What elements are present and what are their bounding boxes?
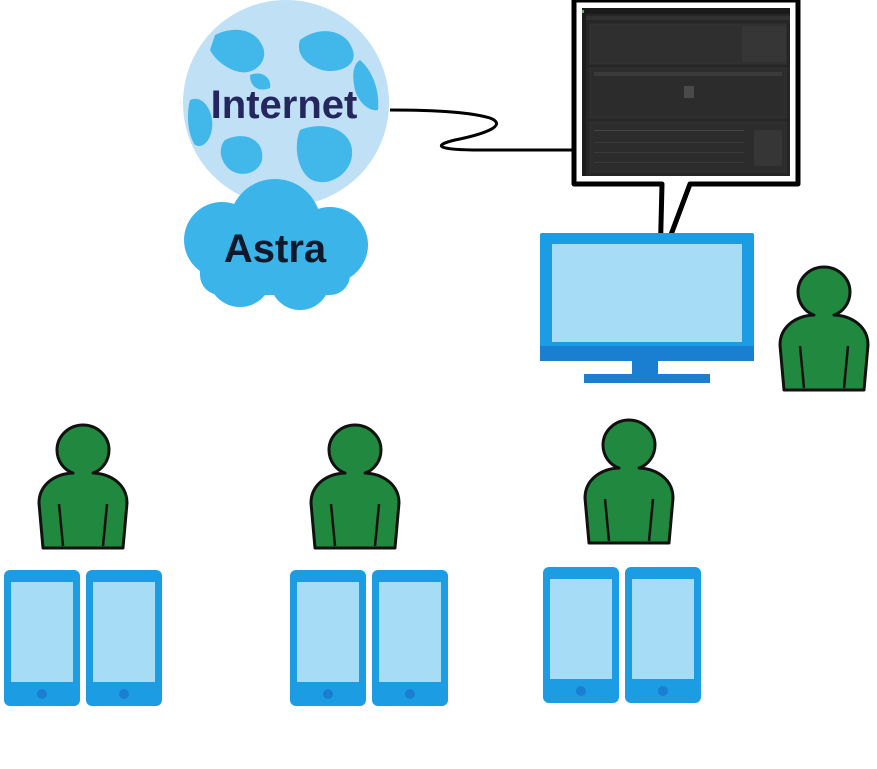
smartphone-icon: [86, 570, 162, 706]
person-icon: [309, 423, 401, 550]
app-screenshot-detail: [582, 8, 790, 176]
globe-label: Internet: [211, 83, 358, 127]
desktop-monitor-icon: [540, 233, 754, 383]
person-icon: [37, 423, 129, 550]
smartphone-icon: [543, 567, 619, 703]
smartphone-icon: [372, 570, 448, 706]
connection-wire: [389, 108, 578, 152]
smartphone-icon: [4, 570, 80, 706]
cloud-label: Astra: [224, 227, 327, 271]
smartphone-icon: [290, 570, 366, 706]
smartphone-icon: [625, 567, 701, 703]
person-icon: [583, 418, 675, 545]
callout-bubble: [571, 0, 801, 267]
cloud-icon: [184, 179, 368, 310]
person-icon: [778, 265, 870, 392]
globe-icon: [183, 0, 389, 206]
